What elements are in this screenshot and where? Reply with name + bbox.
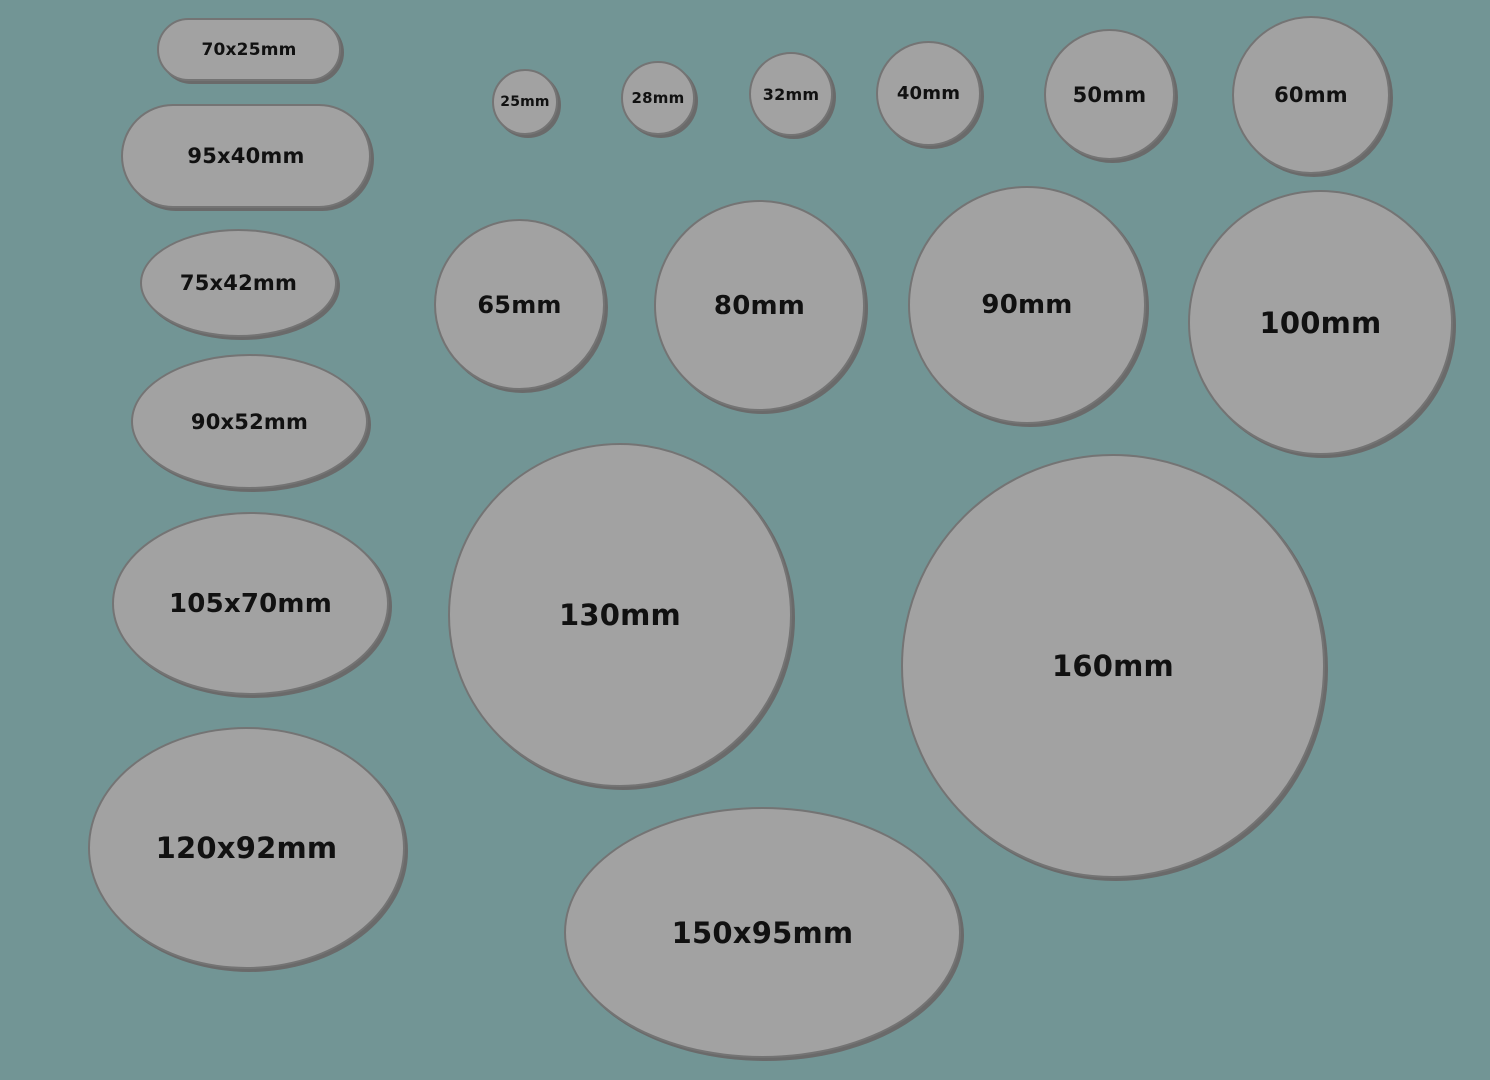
- base-label: 105x70mm: [168, 588, 332, 619]
- oval-base-105x70: 105x70mm: [112, 512, 389, 695]
- oval-base-95x40: 95x40mm: [121, 104, 371, 208]
- round-base-160mm: 160mm: [901, 454, 1325, 878]
- round-base-130mm: 130mm: [448, 443, 792, 787]
- base-label: 130mm: [559, 598, 681, 632]
- base-label: 95x40mm: [187, 144, 305, 168]
- base-label: 70x25mm: [201, 39, 297, 60]
- round-base-32mm: 32mm: [749, 52, 833, 136]
- base-label: 75x42mm: [179, 271, 298, 295]
- round-base-65mm: 65mm: [434, 219, 605, 390]
- oval-base-150x95: 150x95mm: [564, 807, 961, 1058]
- oval-base-90x52: 90x52mm: [131, 354, 368, 489]
- base-label: 120x92mm: [155, 831, 338, 865]
- base-label: 65mm: [477, 290, 562, 319]
- base-label: 50mm: [1072, 82, 1147, 107]
- round-base-25mm: 25mm: [492, 69, 558, 135]
- base-label: 60mm: [1274, 83, 1348, 107]
- round-base-50mm: 50mm: [1044, 29, 1175, 160]
- oval-base-70x25: 70x25mm: [157, 18, 341, 81]
- base-label: 160mm: [1052, 649, 1174, 683]
- base-label: 90mm: [981, 290, 1073, 320]
- base-label: 100mm: [1259, 305, 1382, 340]
- round-base-40mm: 40mm: [876, 41, 981, 146]
- base-label: 25mm: [500, 94, 550, 110]
- base-label: 40mm: [896, 83, 961, 104]
- round-base-100mm: 100mm: [1188, 190, 1453, 455]
- round-base-90mm: 90mm: [908, 186, 1146, 424]
- round-base-80mm: 80mm: [654, 200, 865, 411]
- base-label: 28mm: [631, 89, 685, 107]
- round-base-60mm: 60mm: [1232, 16, 1390, 174]
- oval-base-75x42: 75x42mm: [140, 229, 337, 337]
- base-label: 32mm: [762, 84, 820, 104]
- base-label: 90x52mm: [190, 409, 309, 434]
- round-base-28mm: 28mm: [621, 61, 695, 135]
- oval-base-120x92: 120x92mm: [88, 727, 405, 969]
- base-label: 80mm: [713, 290, 806, 321]
- base-label: 150x95mm: [671, 915, 854, 950]
